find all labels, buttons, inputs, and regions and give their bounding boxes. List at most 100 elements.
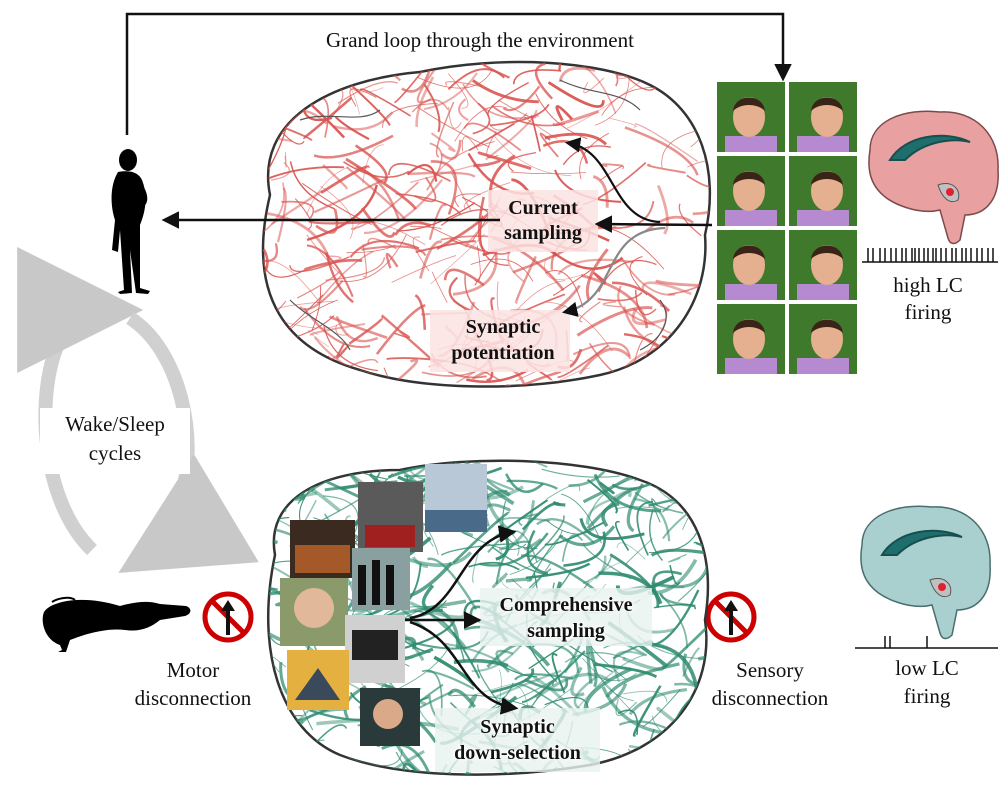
- low-lc-line1: low LC: [895, 656, 959, 680]
- neural-fiber: [417, 69, 493, 89]
- arrow-curve-up-bottom: [409, 525, 517, 620]
- no-upward-arrow-sign-icon: [202, 591, 254, 643]
- neural-fiber: [627, 748, 662, 775]
- neural-fiber: [634, 123, 698, 162]
- neural-fiber: [272, 361, 342, 373]
- neural-fiber: [268, 740, 273, 775]
- neural-fiber: [423, 84, 441, 133]
- neural-fiber: [440, 139, 462, 160]
- neural-fiber: [415, 240, 476, 253]
- neural-fiber: [304, 258, 363, 271]
- neural-fiber: [530, 680, 554, 708]
- neural-fiber: [393, 330, 410, 339]
- neural-fiber: [263, 248, 269, 292]
- neural-fiber: [263, 99, 269, 131]
- low-lc-spike-train: [855, 636, 998, 649]
- neural-fiber: [308, 365, 320, 378]
- neural-fiber: [502, 85, 541, 112]
- neural-fiber: [336, 234, 407, 282]
- neural-fiber: [599, 481, 615, 495]
- neural-fiber: [313, 134, 394, 159]
- neural-fiber: [657, 62, 690, 78]
- neural-fiber: [332, 773, 370, 775]
- synaptic-potentiation-box: [430, 310, 570, 372]
- neural-fiber: [558, 525, 616, 547]
- neural-fiber: [617, 285, 656, 327]
- neural-fiber: [586, 672, 637, 682]
- neural-fiber: [616, 542, 646, 560]
- low-lc-line2: firing: [903, 684, 951, 708]
- neural-fiber: [642, 460, 684, 475]
- neural-fiber: [687, 84, 708, 121]
- neural-fiber: [268, 560, 299, 612]
- neural-fiber: [642, 689, 681, 728]
- neural-fiber: [383, 367, 407, 387]
- neural-fiber: [615, 520, 630, 551]
- neural-fiber: [316, 250, 374, 304]
- neural-fiber: [271, 189, 324, 226]
- neural-fiber: [666, 62, 683, 72]
- neural-fiber: [614, 506, 669, 512]
- neural-fiber: [315, 208, 339, 234]
- neural-fiber: [353, 221, 426, 246]
- neural-fiber: [381, 743, 431, 774]
- neural-fiber: [558, 66, 596, 83]
- neural-fiber: [535, 62, 554, 100]
- neural-fiber: [432, 605, 460, 649]
- neural-fiber: [440, 542, 516, 556]
- neural-fiber: [687, 159, 710, 186]
- neural-fiber: [541, 468, 620, 478]
- neural-fiber: [302, 375, 363, 387]
- neural-fiber: [435, 101, 455, 158]
- neural-fiber: [322, 97, 330, 138]
- neural-fiber: [268, 729, 284, 755]
- neural-fiber: [685, 725, 708, 754]
- neural-fiber: [512, 69, 562, 85]
- neural-fiber: [626, 483, 645, 533]
- neural-fiber: [688, 714, 708, 750]
- neural-fiber: [401, 762, 428, 775]
- neural-fiber: [491, 572, 509, 589]
- neural-fiber: [277, 486, 287, 512]
- neural-fiber: [524, 678, 569, 692]
- neural-fiber: [629, 256, 648, 296]
- neural-fiber: [505, 473, 544, 493]
- neural-fiber: [498, 500, 535, 551]
- neural-fiber: [572, 341, 632, 360]
- neural-fiber: [361, 207, 396, 238]
- neural-fiber: [561, 493, 602, 544]
- neural-fiber: [544, 132, 608, 146]
- neural-fiber: [263, 62, 295, 106]
- neural-fiber: [668, 553, 687, 563]
- neural-fiber: [658, 62, 691, 87]
- neural-fiber: [544, 521, 605, 546]
- neural-fiber: [644, 215, 694, 233]
- neural-fiber: [498, 99, 537, 119]
- neural-fiber: [487, 81, 530, 118]
- neural-fiber: [564, 651, 627, 663]
- neural-fiber: [268, 769, 309, 775]
- neural-fiber: [594, 662, 658, 679]
- neural-fiber: [325, 252, 354, 304]
- neural-fiber: [329, 315, 388, 340]
- neural-fiber: [263, 300, 287, 323]
- neural-fiber: [601, 501, 620, 528]
- high-lc-line2: firing: [904, 300, 952, 324]
- neural-fiber: [568, 460, 623, 488]
- neural-fiber: [284, 152, 287, 168]
- neural-fiber: [601, 163, 624, 168]
- neural-fiber: [447, 68, 505, 91]
- neural-fiber: [263, 135, 293, 143]
- neural-fiber: [289, 161, 336, 210]
- neural-fiber: [518, 513, 539, 527]
- curved-arrow-down: [561, 226, 666, 317]
- neural-fiber: [547, 81, 605, 108]
- neural-fiber: [302, 96, 353, 140]
- neural-fiber: [546, 301, 613, 352]
- neural-fiber: [320, 165, 370, 194]
- neural-fiber: [322, 495, 359, 533]
- neural-fiber: [597, 291, 643, 302]
- neural-fiber: [704, 760, 708, 775]
- neural-fiber: [415, 76, 435, 128]
- neural-fiber: [494, 135, 572, 177]
